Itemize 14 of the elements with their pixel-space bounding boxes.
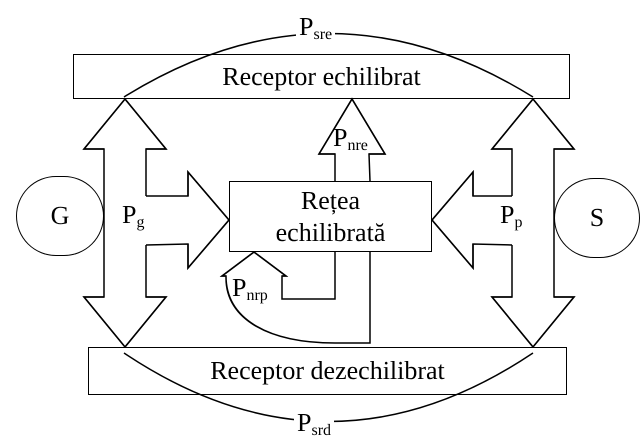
node-label: Receptor dezechilibrat <box>210 355 445 387</box>
arc-line <box>124 352 534 422</box>
edge-label: P$_{nre}$ <box>332 123 369 153</box>
node-label: Rețea echilibrată <box>274 184 386 248</box>
edge-label: P$_{nrp}$ <box>231 273 269 303</box>
arc-line <box>124 32 534 98</box>
edge-label: P$_{g}$ <box>121 200 146 230</box>
node-label: Receptor echilibrat <box>222 60 421 92</box>
edge-label: P$_{p}$ <box>499 200 524 230</box>
node-label: G <box>50 200 70 232</box>
node-label: S <box>590 202 604 234</box>
block-box <box>73 54 570 99</box>
block-box <box>88 347 567 395</box>
block-box <box>229 181 432 252</box>
